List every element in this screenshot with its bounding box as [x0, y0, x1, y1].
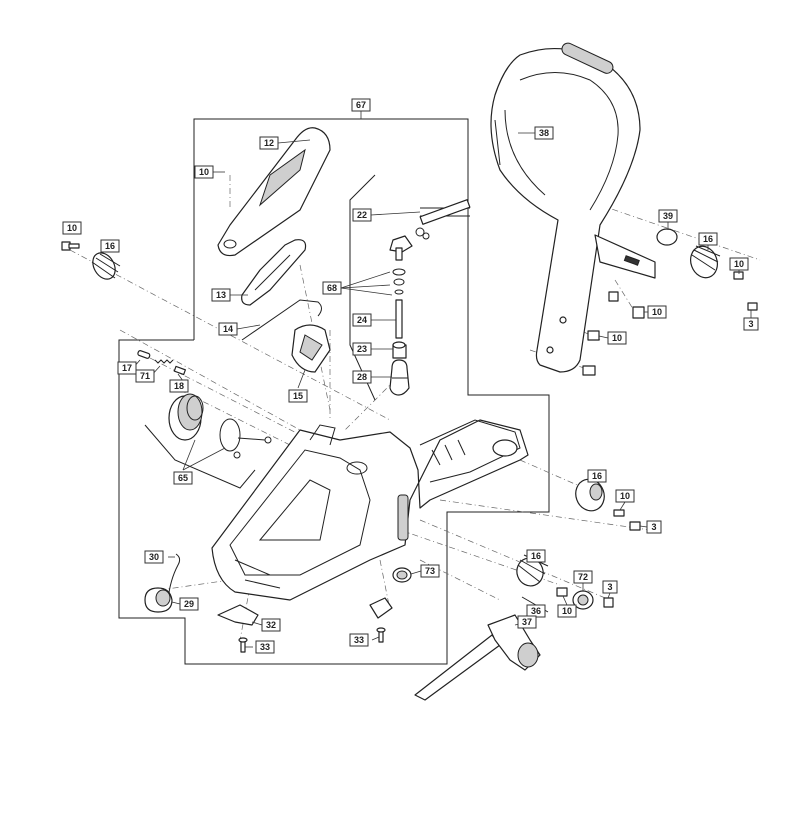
svg-text:3: 3 — [607, 582, 612, 592]
label-12: 12 — [259, 136, 279, 150]
svg-text:16: 16 — [531, 551, 541, 561]
label-3-right-mid: 3 — [646, 520, 662, 534]
label-72: 72 — [573, 570, 593, 584]
fuel-cap — [144, 393, 272, 489]
label-10-handle-bolt: 10 — [647, 305, 667, 319]
svg-text:65: 65 — [178, 473, 188, 483]
svg-text:73: 73 — [425, 566, 435, 576]
primer-bulb — [144, 553, 181, 613]
svg-text:37: 37 — [522, 617, 532, 627]
label-10-right-low: 10 — [557, 604, 577, 618]
label-3-right-low: 3 — [602, 580, 618, 594]
svg-text:71: 71 — [140, 371, 150, 381]
svg-text:68: 68 — [327, 283, 337, 293]
svg-text:33: 33 — [260, 642, 270, 652]
buffer-right-mid — [575, 478, 641, 531]
svg-text:10: 10 — [67, 223, 77, 233]
label-16-right-low: 16 — [526, 549, 546, 563]
fuel-pickup-stack — [349, 174, 471, 401]
main-housing — [211, 419, 529, 601]
label-23: 23 — [352, 342, 372, 356]
svg-text:36: 36 — [531, 606, 541, 616]
scrench-tool — [414, 614, 541, 701]
svg-text:29: 29 — [184, 599, 194, 609]
label-10-right-mid: 10 — [615, 489, 635, 503]
label-29: 29 — [179, 597, 199, 611]
svg-text:10: 10 — [612, 333, 622, 343]
label-10-left: 10 — [62, 221, 82, 235]
label-33-right: 33 — [349, 633, 369, 647]
label-10-handle-lower: 10 — [607, 331, 627, 345]
svg-text:67: 67 — [356, 100, 366, 110]
svg-text:15: 15 — [293, 391, 303, 401]
nut-73 — [392, 567, 412, 583]
label-37: 37 — [517, 615, 537, 629]
label-22: 22 — [352, 208, 372, 222]
handle-cover — [217, 127, 331, 257]
svg-text:14: 14 — [223, 324, 233, 334]
label-30: 30 — [144, 550, 164, 564]
label-33-left: 33 — [255, 640, 275, 654]
label-68: 68 — [322, 281, 342, 295]
svg-text:10: 10 — [734, 259, 744, 269]
svg-text:17: 17 — [122, 363, 132, 373]
buffer-right-low — [516, 554, 614, 613]
svg-text:72: 72 — [578, 572, 588, 582]
label-13: 13 — [211, 288, 231, 302]
svg-text:3: 3 — [651, 522, 656, 532]
svg-text:22: 22 — [357, 210, 367, 220]
label-67: 67 — [351, 98, 371, 112]
svg-text:16: 16 — [592, 471, 602, 481]
buffer-left — [61, 241, 121, 280]
label-65: 65 — [173, 471, 193, 485]
buffer-right-top — [582, 228, 758, 376]
bracket — [217, 604, 259, 626]
svg-text:38: 38 — [539, 128, 549, 138]
svg-text:12: 12 — [264, 138, 274, 148]
label-18: 18 — [169, 379, 189, 393]
svg-text:30: 30 — [149, 552, 159, 562]
svg-text:23: 23 — [357, 344, 367, 354]
screws-33 — [238, 597, 393, 653]
label-10-right-top: 10 — [729, 257, 749, 271]
part-labels: 67 12 10 10 16 22 68 13 14 24 23 28 15 1… — [62, 98, 759, 654]
label-73: 73 — [420, 564, 440, 578]
svg-text:33: 33 — [354, 635, 364, 645]
svg-text:28: 28 — [357, 372, 367, 382]
pin-spring-screw — [137, 350, 186, 376]
label-15: 15 — [288, 389, 308, 403]
svg-text:13: 13 — [216, 290, 226, 300]
svg-text:16: 16 — [105, 241, 115, 251]
label-10-handle: 10 — [194, 165, 214, 179]
svg-text:10: 10 — [652, 307, 662, 317]
spring-wire — [241, 299, 322, 341]
svg-text:10: 10 — [199, 167, 209, 177]
label-39: 39 — [658, 209, 678, 223]
trigger — [241, 239, 307, 306]
label-14: 14 — [218, 322, 238, 336]
label-16-right-top: 16 — [698, 232, 718, 246]
svg-text:32: 32 — [266, 620, 276, 630]
svg-text:10: 10 — [620, 491, 630, 501]
label-16-left: 16 — [100, 239, 120, 253]
svg-text:18: 18 — [174, 381, 184, 391]
throttle-lockout — [291, 324, 331, 373]
label-24: 24 — [352, 313, 372, 327]
svg-text:3: 3 — [748, 319, 753, 329]
label-71: 71 — [135, 369, 155, 383]
label-36: 36 — [526, 604, 546, 618]
label-3-right-top: 3 — [743, 317, 759, 331]
label-16-right-mid: 16 — [587, 469, 607, 483]
assembly-frame — [118, 118, 550, 665]
label-38: 38 — [534, 126, 554, 140]
label-17: 17 — [117, 361, 137, 375]
svg-text:39: 39 — [663, 211, 673, 221]
label-28: 28 — [352, 370, 372, 384]
svg-text:16: 16 — [703, 234, 713, 244]
front-handle — [490, 42, 656, 373]
label-32: 32 — [261, 618, 281, 632]
svg-text:24: 24 — [357, 315, 367, 325]
svg-text:10: 10 — [562, 606, 572, 616]
